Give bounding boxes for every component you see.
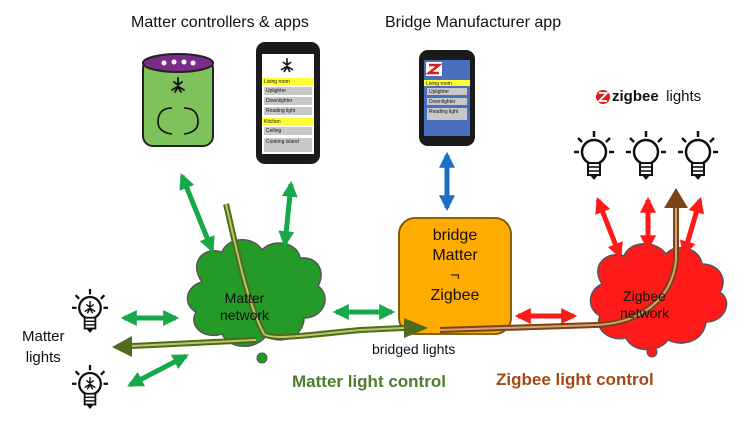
- zigbee-lights-label: lights: [662, 88, 702, 105]
- bridge-phone-row: Uplighter: [429, 89, 450, 95]
- bridge-label: bridge Matter ¬ Zigbee: [430, 227, 480, 304]
- matter-light-bulb-icon-top: [72, 288, 108, 335]
- bridge-app-phone-icon: [419, 50, 475, 146]
- zigbee-light-bulb-icon-1: [574, 130, 614, 182]
- matter-control-path: [112, 203, 428, 357]
- matter-phone-row: Ceiling: [266, 128, 282, 134]
- bridge-phone-row: Living room: [426, 81, 452, 87]
- zigbee-network-label: Zigbee network: [620, 288, 670, 321]
- matter-light-control-label: Matter light control: [292, 372, 446, 391]
- matter-controllers-label: Matter controllers & apps: [131, 14, 309, 31]
- zigbee-control-path: [439, 188, 688, 333]
- bridge-box: [398, 217, 512, 335]
- bridge-phone-row: Downlighter: [429, 99, 456, 105]
- matter-arrows: [120, 173, 396, 388]
- matter-phone-row: Downlighter: [266, 98, 293, 104]
- zigbee-brand-label: zigbee: [612, 88, 659, 105]
- matter-phone-row: Living room: [264, 79, 290, 85]
- bridge-phone-row: Reading light: [429, 109, 459, 115]
- zigbee-logo-icon: [596, 90, 610, 104]
- matter-phone-row: Reading light: [266, 108, 296, 114]
- matter-phone-icon: [256, 42, 320, 164]
- zigbee-light-control-label: Zigbee light control: [496, 370, 654, 389]
- matter-lights-label: Matter lights: [22, 328, 65, 366]
- matter-light-bulb-icon-bottom: [72, 364, 108, 411]
- smart-speaker-icon: [142, 53, 214, 147]
- matter-phone-row: Cooking island: [266, 139, 299, 145]
- matter-network-label: Matter network: [220, 290, 270, 323]
- bridged-lights-label: bridged lights: [372, 341, 456, 357]
- matter-phone-row: Uplighter: [266, 88, 287, 94]
- zigbee-light-bulb-icon-3: [678, 130, 718, 182]
- bridge-app-label: Bridge Manufacturer app: [385, 14, 562, 31]
- zigbee-light-bulb-icon-2: [626, 130, 666, 182]
- zigbee-arrows: [514, 196, 705, 325]
- matter-phone-row: Kitchen: [264, 119, 281, 125]
